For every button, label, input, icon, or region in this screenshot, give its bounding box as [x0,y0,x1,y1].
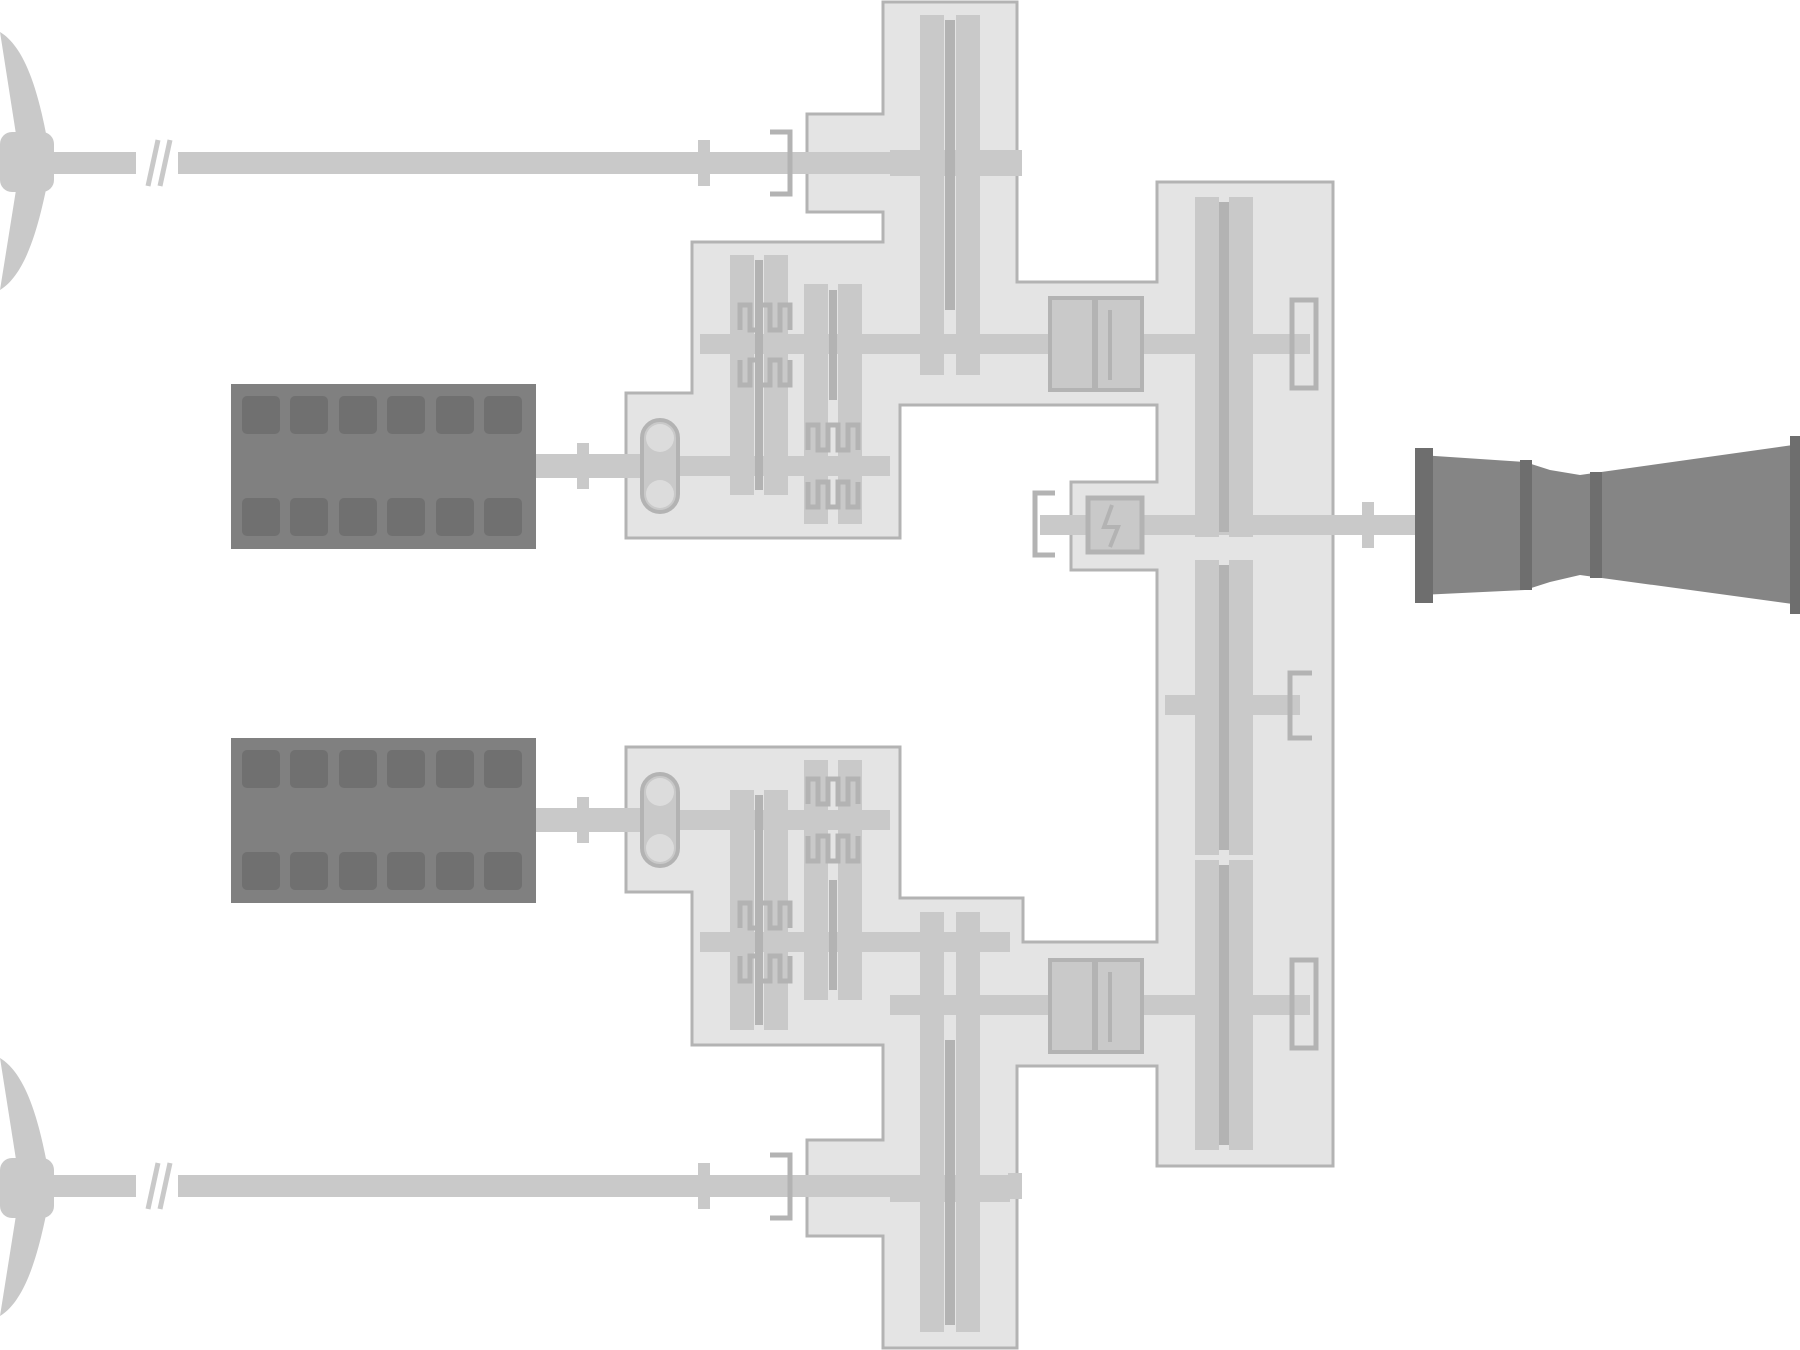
gas-turbine [1415,436,1800,614]
propeller-bottom [0,1058,54,1316]
top-propeller-shaft [40,152,136,174]
shafts [40,140,1420,1209]
brake-unit-turbine [1085,495,1145,555]
sss-clutch-bottom [1048,958,1144,1054]
diesel-engine-bottom [231,738,536,903]
propeller-top [0,32,54,290]
bottom-propeller-shaft [40,1175,136,1197]
clutches [737,302,861,984]
flanges [770,129,1319,1221]
fluid-coupling-top [640,418,680,514]
shaft-break-top [145,139,173,187]
shaft-break-bottom [145,1162,173,1210]
diesel-engine-top [231,384,536,549]
fluid-coupling-bottom [640,772,680,868]
sss-clutch-top [1048,296,1144,392]
